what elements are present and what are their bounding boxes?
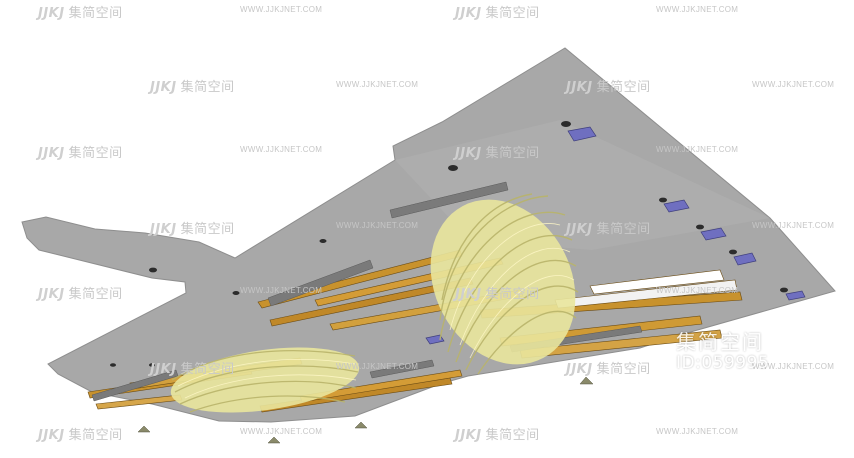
pendant-lamps (137, 376, 594, 444)
id-badge-code: ID:059995 (676, 353, 770, 373)
chandelier-large (430, 193, 579, 375)
downlights (110, 121, 788, 367)
id-badge: 集简空间 ID:059995 (676, 326, 769, 373)
id-badge-brand: 集简空间 (676, 330, 764, 354)
chandelier-small (170, 347, 360, 413)
light-boxes (425, 126, 806, 345)
linear-vents (91, 181, 643, 402)
